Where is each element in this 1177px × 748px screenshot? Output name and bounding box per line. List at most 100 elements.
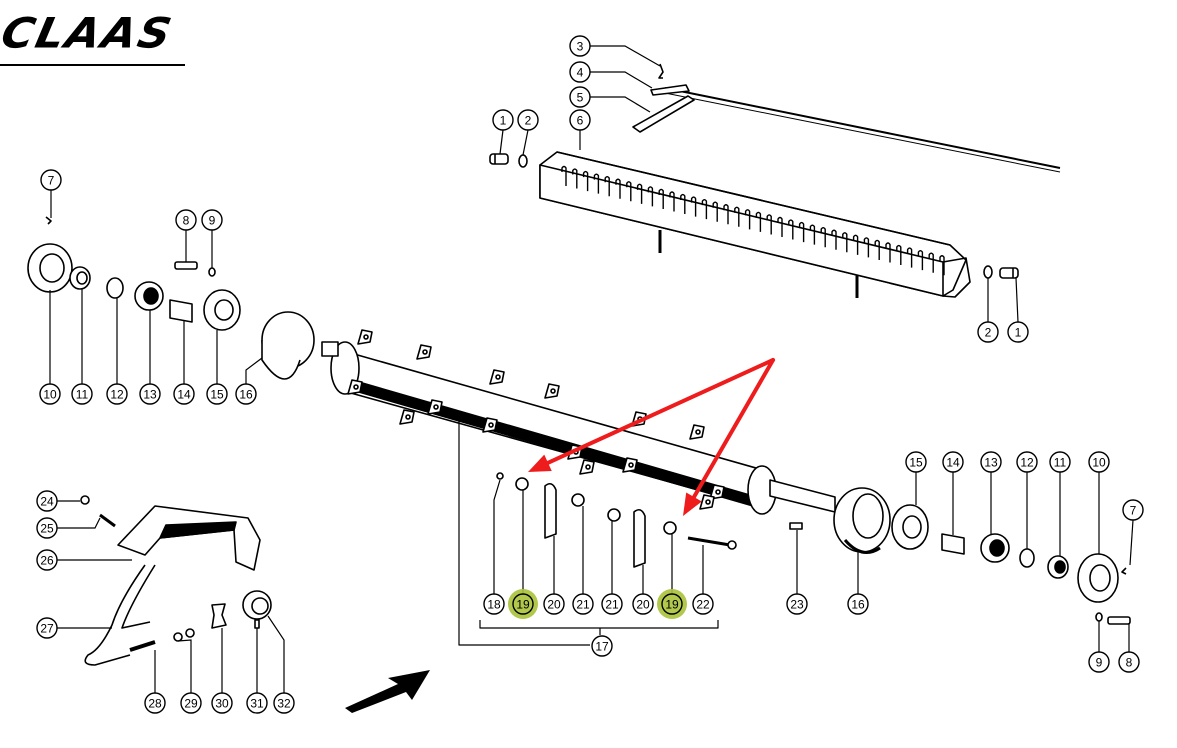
grate-slot: [777, 216, 783, 237]
callout-label: 10: [1092, 456, 1106, 470]
callout-6: 6: [569, 109, 591, 131]
leader-line: [522, 129, 529, 156]
callout-7: 7: [1122, 499, 1144, 521]
tine-hole: [405, 414, 411, 420]
callout-label: 22: [696, 598, 710, 612]
callout-11: 11: [71, 383, 93, 405]
shaft-tine: [427, 399, 443, 415]
callout-circle: [591, 635, 613, 657]
direction-arrow-icon: [345, 670, 430, 713]
leader-line: [499, 129, 504, 155]
callout-circle: [517, 109, 539, 131]
tine-hole: [585, 464, 591, 470]
circlip-12-left: [106, 277, 124, 299]
callout-circle: [36, 517, 58, 539]
callout-circle: [1118, 651, 1140, 673]
callout-label: 29: [184, 697, 198, 711]
callout-label: 14: [177, 388, 191, 402]
callout-12: 12: [1016, 451, 1038, 473]
callout-label: 16: [851, 598, 865, 612]
washer-2-left: [518, 154, 528, 168]
collar-11-right: [1047, 555, 1069, 579]
callout-label: 9: [1096, 656, 1103, 670]
callout-label: 6: [577, 114, 584, 128]
flange-15-left: [203, 289, 241, 331]
callout-14: 14: [942, 451, 964, 473]
cable-27: [84, 564, 146, 666]
callout-label: 11: [1054, 456, 1067, 470]
callout-circle: [569, 86, 591, 108]
callout-circle: [1007, 321, 1029, 343]
callout-14: 14: [173, 383, 195, 405]
callout-circle: [1088, 451, 1110, 473]
callout-label: 15: [909, 456, 923, 470]
callout-circle: [246, 692, 268, 714]
tine-hole: [550, 388, 556, 394]
callout-circle: [235, 383, 257, 405]
magnet-32: [242, 590, 272, 620]
grate-slot: [788, 219, 794, 240]
tine-20b: [633, 508, 646, 568]
callout-circle: [601, 593, 623, 615]
callout-circle: [661, 593, 683, 615]
grate-slot: [863, 237, 870, 258]
callout-22: 22: [692, 593, 714, 615]
shaft-tine: [416, 344, 432, 360]
leader-line: [245, 357, 263, 384]
bolt-1-left: [489, 153, 509, 165]
shaft-tine: [489, 369, 505, 385]
grease-nipple-7-left: [45, 216, 52, 225]
callout-label: 1: [500, 114, 507, 128]
tine-hole: [695, 429, 701, 435]
callout-label: 19: [516, 598, 530, 612]
callout-label: 17: [595, 640, 609, 654]
grate-slot: [626, 181, 632, 202]
callout-label: 24: [40, 495, 54, 509]
callout-circle: [569, 109, 591, 131]
callout-circle: [36, 549, 58, 571]
callout-19: 19: [508, 589, 538, 619]
grate-slot: [766, 214, 772, 235]
red-pointer-arrows: [528, 358, 775, 516]
leader-line: [590, 45, 661, 67]
bolt-8-left: [174, 261, 198, 270]
leader-line: [267, 615, 285, 693]
grate-slot: [744, 209, 751, 230]
red-arrow-head-icon: [683, 492, 702, 516]
callout-label: 13: [984, 456, 998, 470]
callout-circle: [692, 593, 714, 615]
callout-circle: [144, 692, 166, 714]
callout-27: 27: [36, 617, 58, 639]
callout-5: 5: [569, 86, 591, 108]
beater-shaft: [321, 329, 836, 515]
leader-line: [493, 479, 501, 594]
screw-25: [99, 513, 116, 528]
housing-10-right: [1077, 553, 1119, 603]
callout-2: 2: [977, 321, 999, 343]
locknut-19b: [663, 521, 677, 535]
grate-slot: [647, 186, 654, 207]
shaft-tine: [399, 409, 415, 425]
callout-circle: [180, 692, 202, 714]
callout-circle: [273, 692, 295, 714]
callout-circle: [71, 383, 93, 405]
callout-circle: [492, 109, 514, 131]
spring-washer-21b: [607, 508, 621, 522]
callout-21: 21: [601, 593, 623, 615]
collar-11-left: [69, 266, 91, 290]
grate-slot: [852, 234, 859, 255]
grate-slot: [701, 198, 708, 220]
callout-label: 2: [525, 114, 532, 128]
callout-label: 5: [577, 91, 584, 105]
callout-circle: [483, 593, 505, 615]
callout-label: 12: [110, 388, 124, 402]
grate-slot: [928, 252, 934, 273]
callout-circle: [572, 593, 594, 615]
kit-bracket-17: [479, 620, 719, 629]
callout-25: 25: [36, 517, 58, 539]
callout-label: 11: [76, 388, 89, 402]
callout-11: 11: [1049, 451, 1071, 473]
grate-slot: [669, 191, 675, 212]
callout-32: 32: [273, 692, 295, 714]
